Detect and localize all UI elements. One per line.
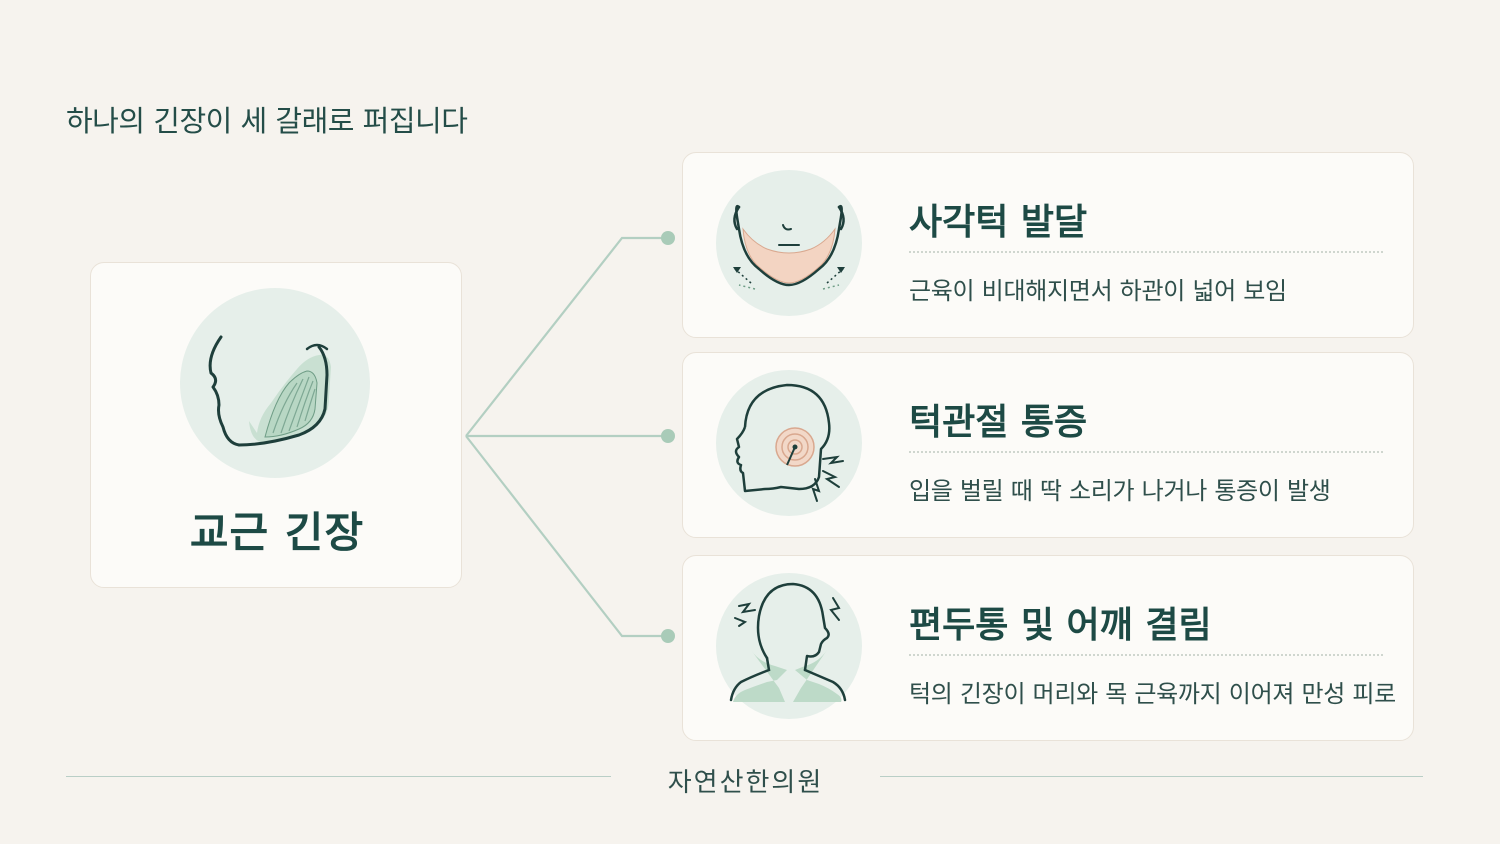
effect-description: 입을 벌릴 때 딱 소리가 나거나 통증이 발생	[909, 477, 1331, 505]
connector-to-effect-1	[465, 236, 666, 437]
face-profile-masseter-icon	[180, 288, 370, 478]
connector-dot-1	[661, 231, 675, 245]
connector-dot-2	[661, 429, 675, 443]
effect-title: 턱관절 통증	[909, 402, 1088, 443]
footer-divider-left	[66, 776, 611, 777]
head-shoulder-tension-icon	[716, 573, 862, 719]
effect-description: 턱의 긴장이 머리와 목 근육까지 이어져 만성 피로	[909, 680, 1396, 708]
footer-brand: 자연산한의원	[667, 768, 824, 798]
connector-to-effect-3	[465, 435, 666, 638]
footer-divider-right	[880, 776, 1423, 777]
jaw-widening-icon	[716, 170, 862, 316]
source-card-masseter-tension: 교근 긴장	[90, 262, 462, 588]
jaw-joint-pain-icon	[716, 370, 862, 516]
effect-title: 사각턱 발달	[909, 202, 1088, 243]
page-title: 하나의 긴장이 세 갈래로 퍼집니다	[66, 104, 468, 138]
effect-card-square-jaw: 사각턱 발달 근육이 비대해지면서 하관이 넓어 보임	[682, 152, 1414, 338]
source-label: 교근 긴장	[189, 508, 365, 557]
dotted-divider	[909, 251, 1383, 253]
dotted-divider	[909, 654, 1383, 656]
effect-description: 근육이 비대해지면서 하관이 넓어 보임	[909, 277, 1287, 305]
effect-title: 편두통 및 어깨 결림	[909, 605, 1212, 646]
effect-card-headache-shoulder: 편두통 및 어깨 결림 턱의 긴장이 머리와 목 근육까지 이어져 만성 피로	[682, 555, 1414, 741]
connector-dot-3	[661, 629, 675, 643]
effect-card-tmj-pain: 턱관절 통증 입을 벌릴 때 딱 소리가 나거나 통증이 발생	[682, 352, 1414, 538]
dotted-divider	[909, 451, 1383, 453]
